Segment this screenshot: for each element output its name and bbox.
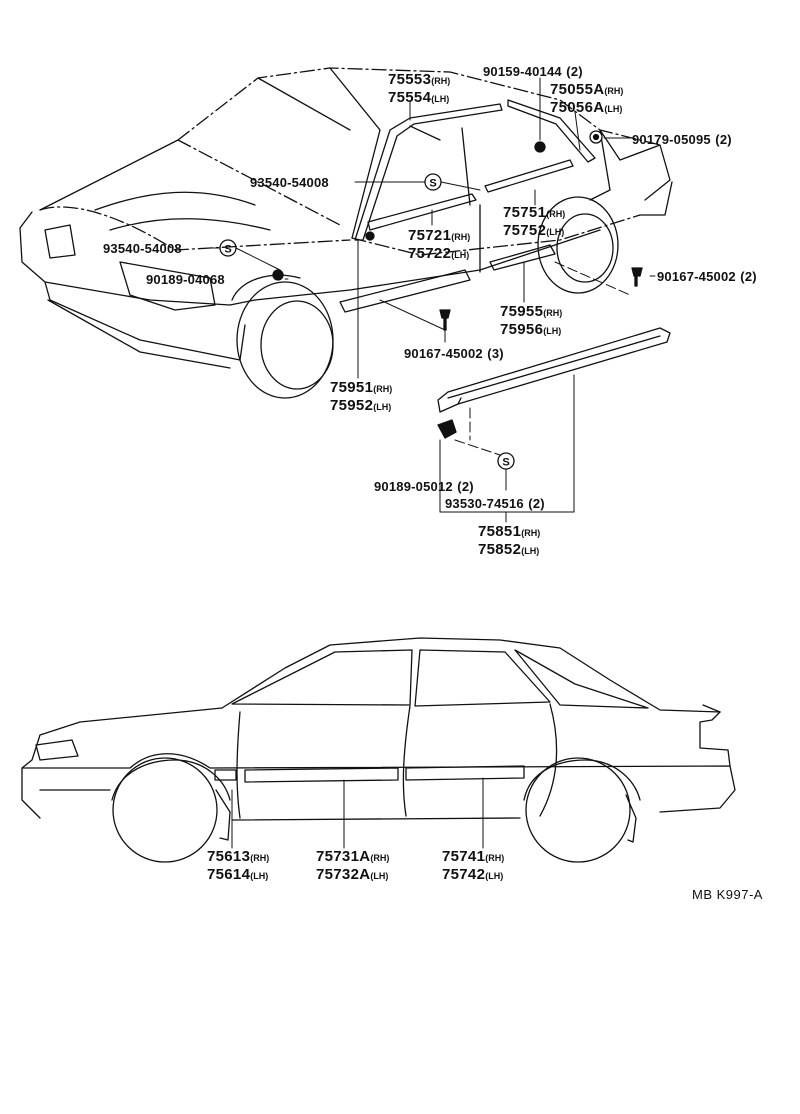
side-suffix: (RH) <box>521 528 541 538</box>
sedan-perspective-view: S S S <box>19 67 673 470</box>
part-number: 90189-05012 <box>374 479 453 494</box>
part-number: 75732A <box>316 866 371 883</box>
callout-90189-05012: 90189-05012 (2) <box>374 479 474 495</box>
side-suffix: (LH) <box>451 250 470 260</box>
part-number: 75956 <box>500 321 544 338</box>
part-number: 75741 <box>442 848 486 865</box>
quantity: (3) <box>487 346 504 361</box>
front-belt-molding <box>367 193 477 231</box>
part-number: 75614 <box>207 866 251 883</box>
screw-symbol-icon: S <box>424 173 442 191</box>
callout-75731A-75732A: 75731A(RH) 75732A(LH) <box>316 849 389 883</box>
part-number: 75851 <box>478 523 522 540</box>
callout-90159-40144: 90159-40144 (2) <box>483 64 583 80</box>
callout-75951-75952: 75951(RH) 75952(LH) <box>330 380 392 414</box>
side-suffix: (LH) <box>604 104 623 114</box>
callout-75751-75752: 75751(RH) 75752(LH) <box>503 205 565 239</box>
part-number: 75055A <box>550 81 605 98</box>
front-fender-molding <box>214 769 237 781</box>
part-number: 75955 <box>500 303 544 320</box>
side-suffix: (RH) <box>370 853 390 863</box>
part-number: 75951 <box>330 379 374 396</box>
side-suffix: (RH) <box>546 209 566 219</box>
leader-lines-top <box>209 77 656 523</box>
rear-door-molding <box>405 765 525 781</box>
part-number: 75742 <box>442 866 486 883</box>
callout-93540-54008-b: 93540-54008 <box>103 241 182 257</box>
rocker-panel-molding-part <box>437 327 671 413</box>
part-number: 90159-40144 <box>483 64 562 79</box>
part-number: 75731A <box>316 848 371 865</box>
part-number: 75553 <box>388 71 432 88</box>
svg-text:S: S <box>502 457 509 469</box>
callout-75955-75956: 75955(RH) 75956(LH) <box>500 304 562 338</box>
quantity: (2) <box>740 269 757 284</box>
side-suffix: (RH) <box>604 86 624 96</box>
rear-rocker-molding <box>489 244 556 271</box>
side-suffix: (LH) <box>546 227 565 237</box>
part-number: 75751 <box>503 204 547 221</box>
side-suffix: (LH) <box>431 94 450 104</box>
part-number: 90167-45002 <box>657 269 736 284</box>
callout-75851-75852: 75851(RH) 75852(LH) <box>478 524 540 558</box>
side-suffix: (RH) <box>250 853 270 863</box>
callout-90179-05095: 90179-05095 (2) <box>632 132 732 148</box>
screw-symbol-icon: S <box>497 452 515 470</box>
side-suffix: (LH) <box>485 871 504 881</box>
rear-window-molding <box>507 99 596 163</box>
side-suffix: (RH) <box>543 308 563 318</box>
quantity: (2) <box>457 479 474 494</box>
callout-75055A-75056A: 75055A(RH) 75056A(LH) <box>550 82 623 116</box>
callout-90167-45002-3: 90167-45002 (3) <box>404 346 504 362</box>
screw-icon <box>631 267 643 287</box>
part-number: 75752 <box>503 222 547 239</box>
sedan-side-view <box>21 637 736 863</box>
front-rocker-molding <box>339 269 471 313</box>
callout-75553-75554: 75553(RH) 75554(LH) <box>388 72 450 106</box>
part-number: 93530-74516 <box>445 496 524 511</box>
side-suffix: (RH) <box>451 232 471 242</box>
side-suffix: (LH) <box>250 871 269 881</box>
side-suffix: (LH) <box>373 402 392 412</box>
callout-93540-54008-a: 93540-54008 <box>250 175 329 191</box>
door-frame-molding <box>354 103 503 241</box>
part-number: 75721 <box>408 227 452 244</box>
part-number: 90189-04068 <box>146 272 225 287</box>
quantity: (2) <box>528 496 545 511</box>
svg-text:S: S <box>224 244 231 256</box>
part-number: 75952 <box>330 397 374 414</box>
part-number: 75722 <box>408 245 452 262</box>
side-suffix: (RH) <box>485 853 505 863</box>
part-number: 90179-05095 <box>632 132 711 147</box>
side-suffix: (LH) <box>543 326 562 336</box>
diagram-code: MB K997-A <box>692 887 763 902</box>
clip-icon <box>437 419 457 439</box>
screw-icon <box>439 309 451 331</box>
part-number: 75852 <box>478 541 522 558</box>
quantity: (2) <box>566 64 583 79</box>
part-number: 93540-54008 <box>103 241 182 256</box>
screw-symbol-icon: S <box>219 239 237 257</box>
callout-75741-75742: 75741(RH) 75742(LH) <box>442 849 504 883</box>
callout-75613-75614: 75613(RH) 75614(LH) <box>207 849 269 883</box>
part-number: 90167-45002 <box>404 346 483 361</box>
side-suffix: (RH) <box>431 76 451 86</box>
callout-90167-45002-2: 90167-45002 (2) <box>657 269 757 285</box>
callout-75721-75722: 75721(RH) 75722(LH) <box>408 228 470 262</box>
part-number: 75056A <box>550 99 605 116</box>
side-suffix: (RH) <box>373 384 393 394</box>
front-door-molding <box>244 767 399 783</box>
side-suffix: (LH) <box>521 546 540 556</box>
quantity: (2) <box>715 132 732 147</box>
part-number: 75554 <box>388 89 432 106</box>
callout-93530-74516: 93530-74516 (2) <box>445 496 545 512</box>
svg-text:S: S <box>429 178 436 190</box>
rear-belt-molding <box>484 159 574 193</box>
part-number: 75613 <box>207 848 251 865</box>
side-suffix: (LH) <box>370 871 389 881</box>
callout-90189-04068: 90189-04068 <box>146 272 225 288</box>
part-number: 93540-54008 <box>250 175 329 190</box>
